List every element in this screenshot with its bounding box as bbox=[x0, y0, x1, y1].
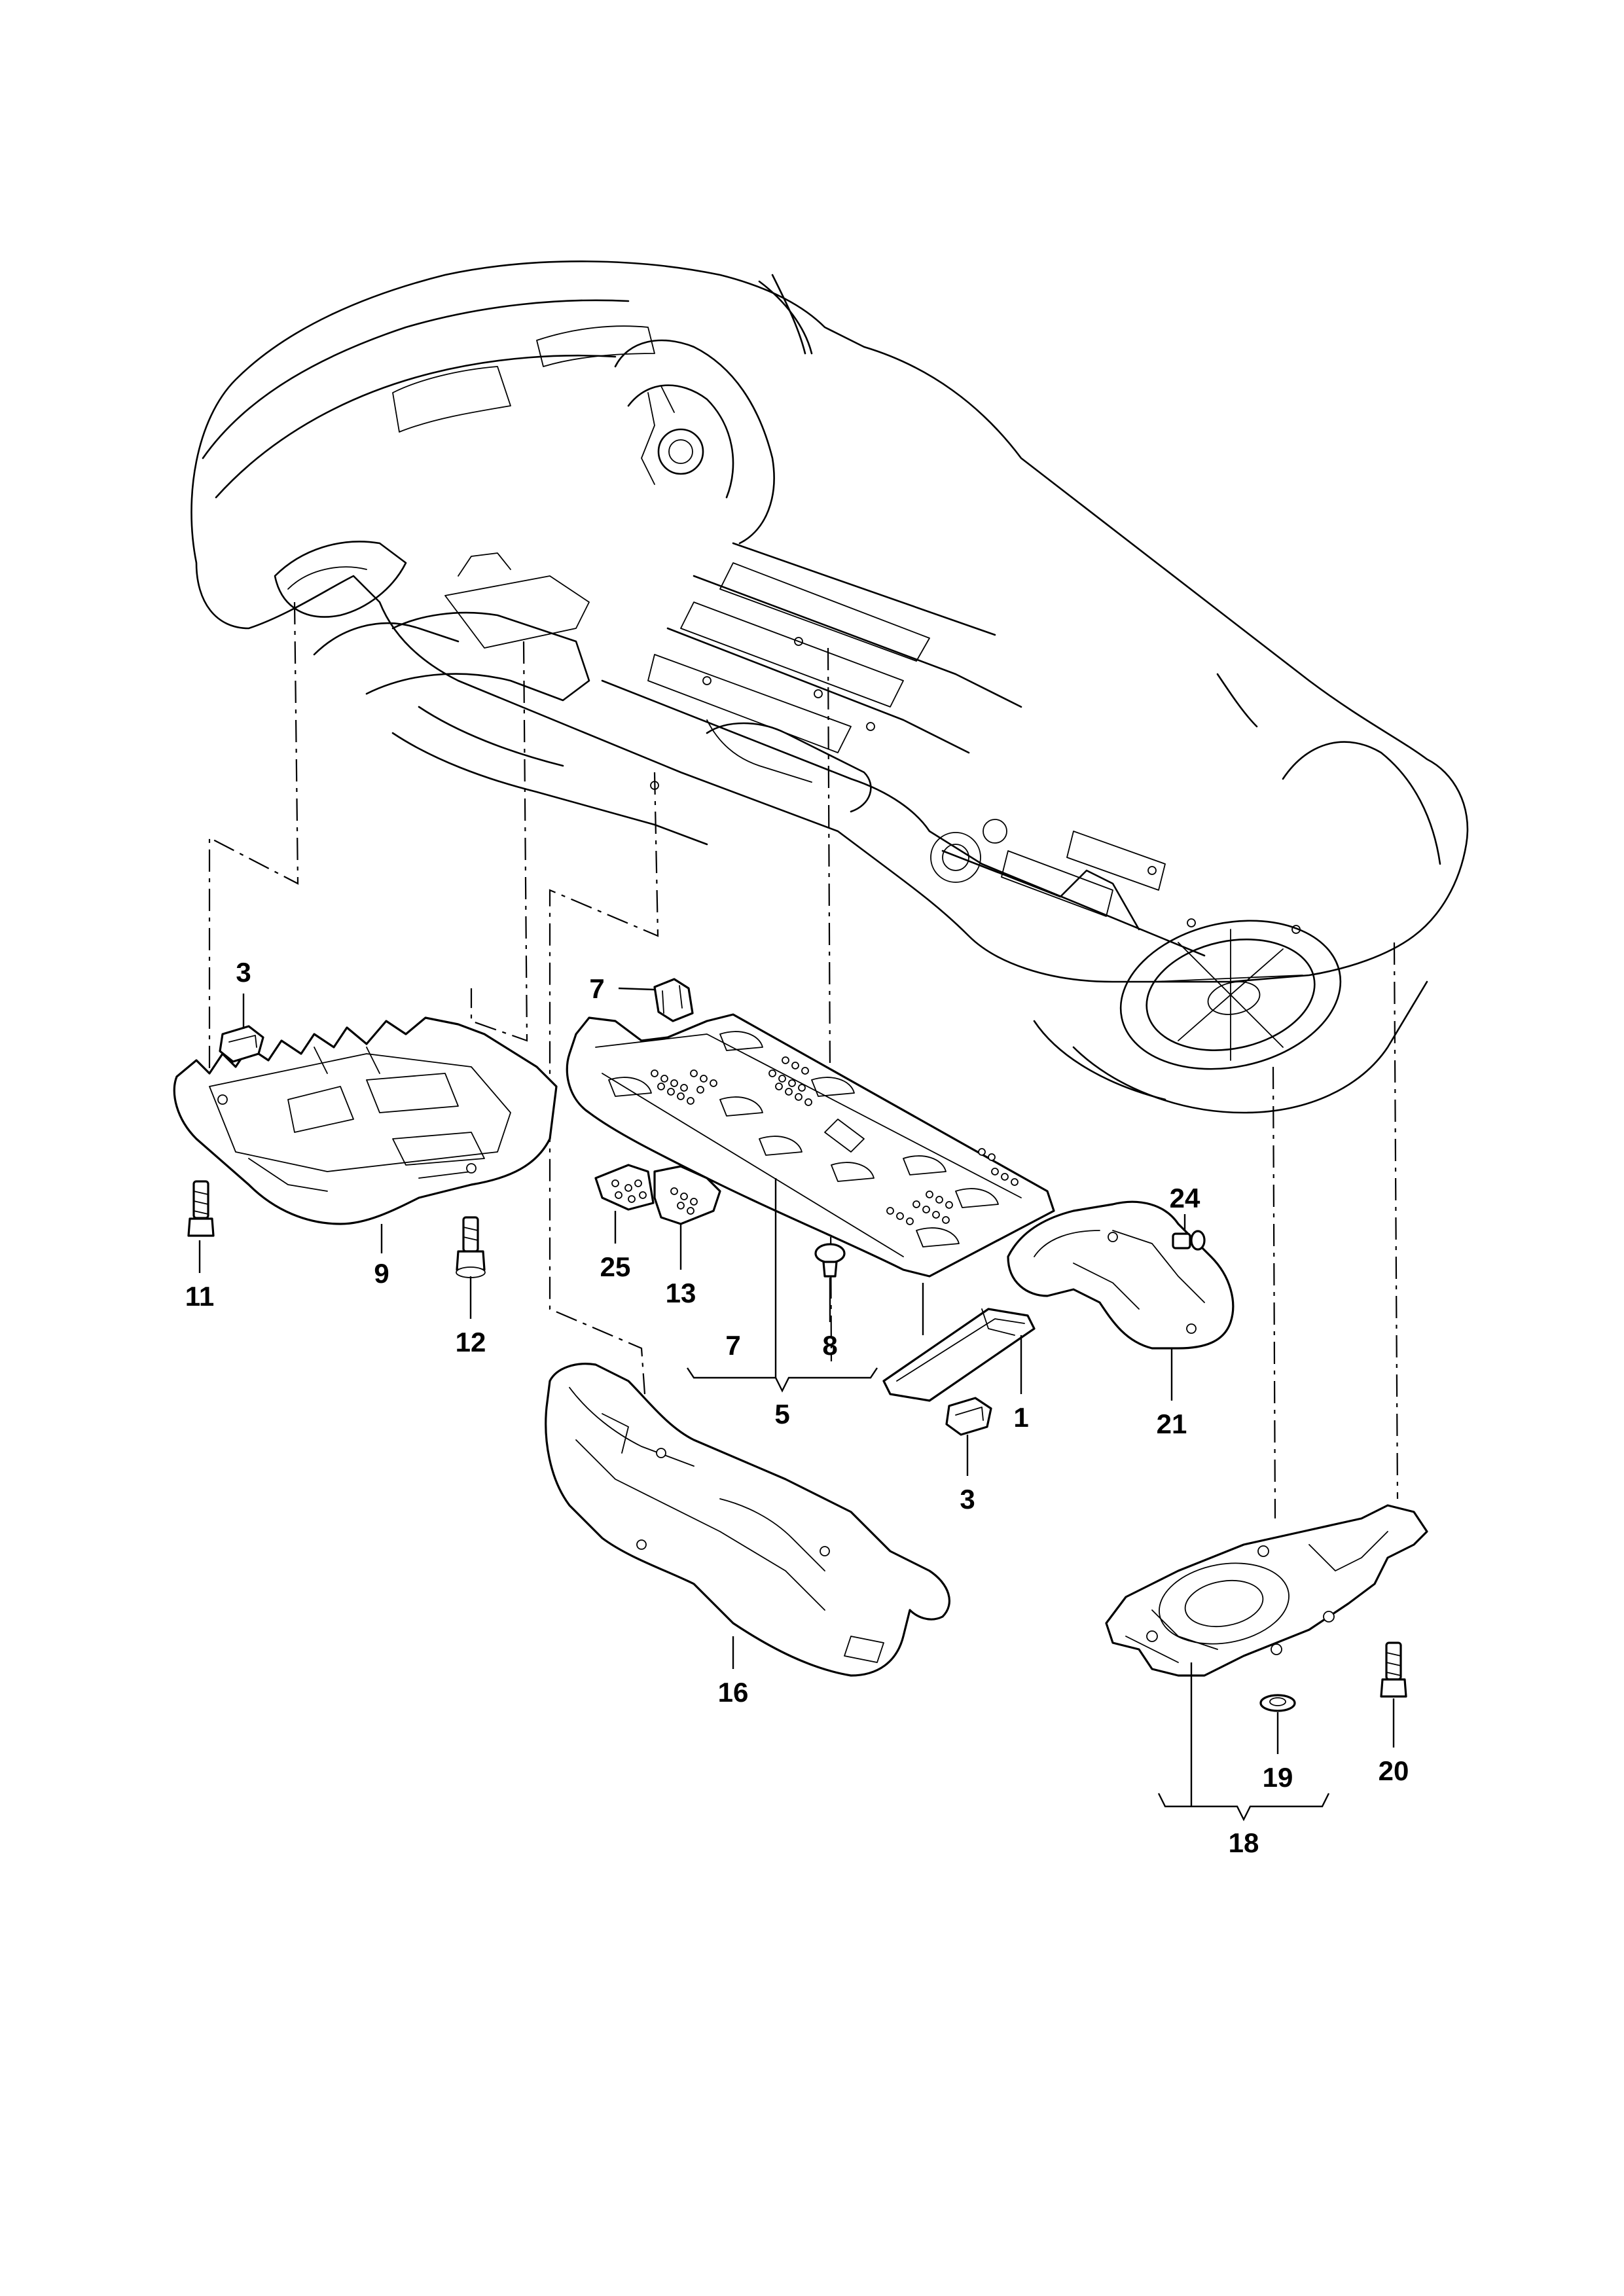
part-12-bolt bbox=[456, 1216, 486, 1278]
part-5-center-panel bbox=[566, 1013, 1055, 1278]
callout-3-left: 3 bbox=[236, 957, 251, 988]
part-3-clip-left bbox=[219, 1025, 264, 1063]
part-3-clip-right bbox=[945, 1397, 992, 1436]
callout-11: 11 bbox=[185, 1281, 214, 1312]
callout-25: 25 bbox=[600, 1251, 631, 1282]
callout-12: 12 bbox=[456, 1327, 486, 1357]
part-7-clip-upper bbox=[653, 978, 694, 1022]
callout-3-right: 3 bbox=[960, 1484, 975, 1515]
assembly-dash-lines bbox=[208, 601, 1399, 1519]
callout-5: 5 bbox=[774, 1399, 789, 1429]
callout-24: 24 bbox=[1170, 1183, 1200, 1213]
callout-7-upper: 7 bbox=[589, 973, 604, 1004]
callout-9: 9 bbox=[374, 1258, 389, 1289]
part-16-side-shield bbox=[545, 1363, 950, 1677]
callout-18: 18 bbox=[1229, 1827, 1259, 1858]
callout-8: 8 bbox=[822, 1330, 837, 1361]
callout-20: 20 bbox=[1379, 1755, 1409, 1786]
part-24-fastener bbox=[1172, 1230, 1206, 1251]
part-21-heat-shield bbox=[1007, 1200, 1235, 1350]
part-25-plate bbox=[594, 1164, 655, 1211]
car-body-outline bbox=[190, 260, 1469, 1114]
part-8-clip bbox=[814, 1243, 846, 1278]
part-19-nut bbox=[1259, 1694, 1296, 1712]
callout-1: 1 bbox=[1013, 1402, 1028, 1433]
callout-labels: 3 9 11 12 7 25 13 7 8 5 1 3 24 21 16 19 … bbox=[185, 957, 1409, 1858]
part-9-engine-undertray bbox=[173, 1016, 558, 1225]
part-1-strip bbox=[882, 1308, 1036, 1402]
callout-19: 19 bbox=[1263, 1762, 1293, 1793]
part-20-bolt bbox=[1380, 1641, 1407, 1698]
callout-13: 13 bbox=[666, 1278, 696, 1308]
callout-7-lower: 7 bbox=[725, 1330, 740, 1361]
callout-16: 16 bbox=[718, 1677, 749, 1708]
part-18-rear-tray bbox=[1105, 1504, 1428, 1677]
part-11-bolt bbox=[187, 1180, 215, 1237]
part-13-heat-plate bbox=[653, 1165, 721, 1225]
callout-21: 21 bbox=[1157, 1408, 1187, 1439]
leader-lines bbox=[198, 987, 1395, 1821]
part-5-perforations bbox=[651, 1056, 1019, 1225]
